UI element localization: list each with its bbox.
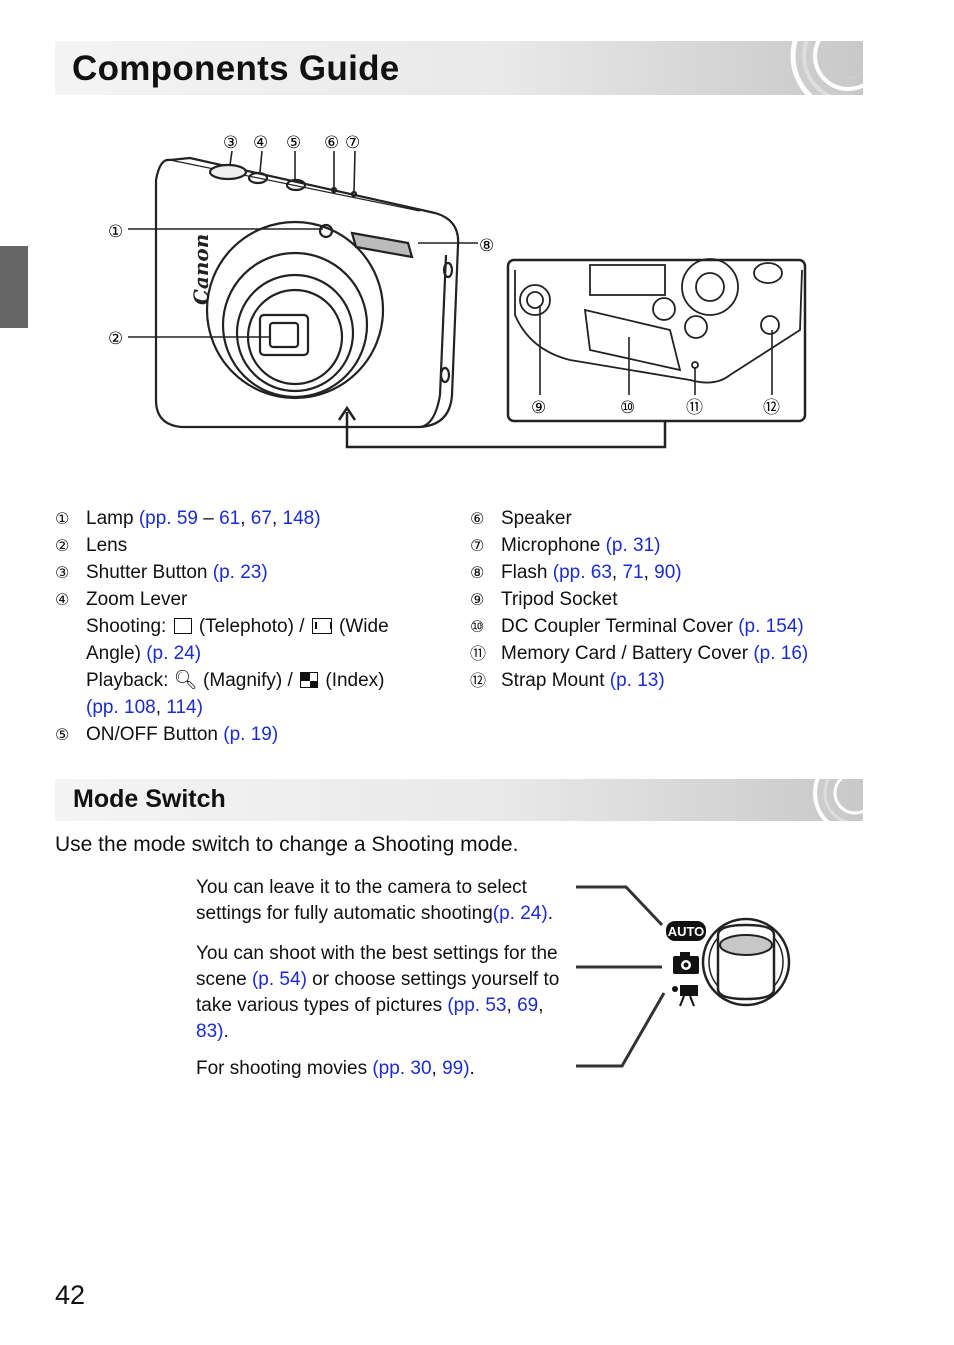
auto-mode-icon: AUTO (666, 921, 706, 941)
page-ref-link[interactable]: 67 (250, 508, 272, 529)
swirl-decoration-icon (813, 779, 863, 821)
callout-1: ① (108, 222, 123, 242)
list-item: ④ Zoom Lever (55, 589, 188, 610)
movie-mode-note: For shooting movies (pp. 30, 99). (196, 1058, 475, 1079)
index-icon (300, 672, 319, 688)
list-item: ⑪ Memory Card / Battery Cover (p. 16) (470, 643, 809, 664)
camera-diagram: Canon ③ ④ ⑤ ⑥ ⑦ ① ② ⑧ ⑨ (108, 133, 807, 449)
components-list-right: ⑥ Speaker ⑦ Microphone (p. 31) ⑧ Flash (… (470, 505, 870, 694)
callout-3: ③ (223, 133, 238, 153)
list-item: ⑥ Speaker (470, 508, 572, 529)
list-item: ① Lamp (pp. 59 – 61, 67, 148) (55, 508, 321, 529)
bottom-view-frame (506, 258, 807, 423)
page-ref-link[interactable]: 83) (196, 1021, 224, 1042)
magnify-icon: 🔍︎ (173, 669, 198, 691)
list-item: ③ Shutter Button (p. 23) (55, 562, 268, 583)
page-ref-link[interactable]: 71 (622, 562, 644, 583)
page-ref-link[interactable]: (p. 23) (212, 562, 268, 583)
callout-8: ⑧ (479, 236, 494, 256)
mode-switch-dial (701, 917, 791, 1007)
page-ref-link[interactable]: (p. 24) (492, 903, 548, 924)
callout-2: ② (108, 329, 123, 349)
page-ref-link[interactable]: (p. 13) (609, 670, 665, 691)
mode-switch-intro: Use the mode switch to change a Shooting… (55, 833, 519, 856)
page-number: 42 (55, 1280, 86, 1310)
callout-4: ④ (253, 133, 268, 153)
list-item: ⑦ Microphone (p. 31) (470, 535, 661, 556)
page-ref-link[interactable]: (pp. 59 (138, 508, 198, 529)
swirl-decoration-icon (790, 41, 863, 95)
zoom-shooting-line: Shooting: (Telephoto) / (Wide (86, 616, 389, 637)
page-ref-link[interactable]: (p. 154) (738, 616, 804, 637)
chapter-tab (0, 246, 28, 328)
svg-text:AUTO: AUTO (668, 924, 705, 939)
page-ref-link[interactable]: 114) (166, 697, 203, 718)
callout-10: ⑩ (620, 398, 635, 418)
callout-9: ⑨ (531, 398, 546, 418)
callout-5: ⑤ (286, 133, 301, 153)
section-heading: Mode Switch (73, 785, 226, 813)
page-ref-link[interactable]: (pp. 53 (447, 995, 507, 1016)
list-item: ⑤ ON/OFF Button (p. 19) (55, 724, 279, 745)
camera-mode-icon (673, 952, 699, 974)
camera-brand-logo: Canon (189, 234, 213, 305)
page-ref-link[interactable]: (pp. 108 (86, 697, 156, 718)
page-ref-link[interactable]: (p. 19) (223, 724, 279, 745)
auto-mode-note: You can leave it to the camera to select… (196, 877, 553, 924)
telephoto-icon (173, 618, 192, 634)
list-item: ⑫ Strap Mount (p. 13) (470, 670, 665, 691)
page-ref-link[interactable]: (pp. 63 (552, 562, 612, 583)
page-ref-link[interactable]: (pp. 30 (372, 1058, 432, 1079)
mode-leader-lines (576, 885, 666, 1068)
view-connector-line (345, 412, 667, 449)
callout-leader-lines (128, 150, 773, 395)
list-item: ⑩ DC Coupler Terminal Cover (p. 154) (470, 616, 804, 637)
page-ref-link[interactable]: (p. 24) (146, 643, 202, 664)
list-item: ② Lens (55, 535, 128, 556)
list-item: ⑧ Flash (pp. 63, 71, 90) (470, 562, 682, 583)
page-title: Components Guide (72, 49, 400, 88)
zoom-playback-line: Playback: 🔍︎ (Magnify) / (Index) (86, 669, 385, 691)
page-ref-link[interactable]: 69 (517, 995, 539, 1016)
page-ref-link[interactable]: 99) (442, 1058, 470, 1079)
movie-mode-icon (672, 985, 698, 1007)
page-ref-link[interactable]: 148) (282, 508, 321, 529)
callout-12: ⑫ (763, 398, 780, 418)
page-ref-link[interactable]: (p. 54) (251, 969, 307, 990)
camera-mode-note: You can shoot with the best settings for… (196, 943, 560, 1042)
section-title-bar: Components Guide (55, 41, 863, 95)
mode-switch-heading-bar: Mode Switch (55, 779, 863, 821)
list-item: ⑨ Tripod Socket (470, 589, 618, 610)
page-ref-link[interactable]: 90) (654, 562, 682, 583)
callout-6: ⑥ (324, 133, 339, 153)
page-ref-link[interactable]: (p. 31) (605, 535, 661, 556)
wide-angle-icon (311, 618, 332, 634)
camera-bottom-illustration (514, 258, 803, 384)
callout-11: ⑪ (686, 398, 703, 418)
mode-switch-diagram: AUTO (576, 885, 791, 1068)
page-ref-link[interactable]: (p. 16) (753, 643, 809, 664)
camera-front-illustration (154, 156, 460, 429)
page-ref-link[interactable]: 61 (219, 508, 241, 529)
components-list-left: ① Lamp (pp. 59 – 61, 67, 148) ② Lens ③ S… (55, 505, 445, 748)
callout-7: ⑦ (345, 133, 360, 153)
